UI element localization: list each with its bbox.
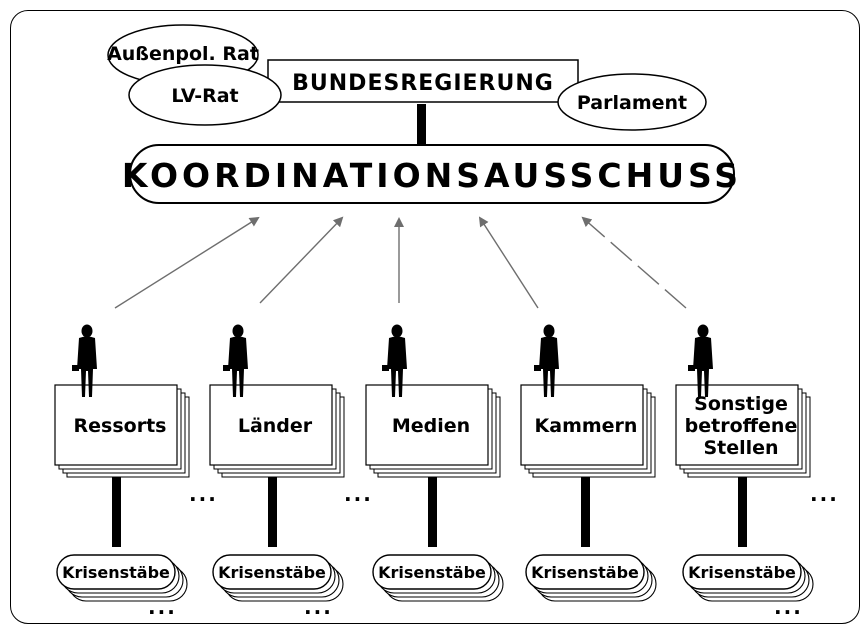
krisenstab-label: Krisenstäbe <box>378 563 486 582</box>
aussenpol-rat-label: Außenpol. Rat <box>107 43 259 65</box>
lv-rat-label: LV-Rat <box>171 85 238 107</box>
more-krisenstaebe-ellipsis: ... <box>774 595 803 619</box>
krisenstab-pill <box>525 554 645 590</box>
bund-connector <box>417 104 426 144</box>
krisenstab-label: Krisenstäbe <box>531 563 639 582</box>
more-krisenstaebe-ellipsis: ... <box>304 595 333 619</box>
arrows <box>114 216 687 309</box>
koordinationsausschuss-label: KOORDINATIONSAUSSCHUSS <box>122 156 742 195</box>
arrow-sonstige <box>581 216 687 309</box>
unit-box-label: Ressorts <box>74 415 167 437</box>
bundesregierung-label: BUNDESREGIERUNG <box>292 71 554 96</box>
krisenstab-pill <box>56 554 176 590</box>
unit-box <box>209 384 333 466</box>
krisenstab-label: Krisenstäbe <box>62 563 170 582</box>
parlament-label: Parlament <box>577 92 687 114</box>
unit-columns: RessortsKrisenstäbe......LänderKrisenstä… <box>54 324 839 619</box>
unit-column: RessortsKrisenstäbe...... <box>54 324 218 619</box>
krisenstab-label: Krisenstäbe <box>688 563 796 582</box>
more-boxes-ellipsis: ... <box>810 482 839 506</box>
arrow-kammern <box>478 216 539 309</box>
krisenstab-pill <box>372 554 492 590</box>
unit-box-label: Länder <box>238 415 313 437</box>
krisenstab-label: Krisenstäbe <box>218 563 326 582</box>
unit-box-label: Medien <box>392 415 470 437</box>
parlament-oval: Parlament <box>557 73 707 131</box>
lv-rat-oval: LV-Rat <box>128 64 282 126</box>
bundesregierung-box: BUNDESREGIERUNG <box>267 59 579 103</box>
unit-box-label: Kammern <box>535 415 638 437</box>
koordinationsausschuss-oval: KOORDINATIONSAUSSCHUSS <box>122 144 742 204</box>
unit-column: LänderKrisenstäbe...... <box>209 324 373 619</box>
more-krisenstaebe-ellipsis: ... <box>148 595 177 619</box>
unit-box-label: betroffene <box>685 415 798 437</box>
unit-connector <box>112 477 121 547</box>
unit-connector <box>738 477 747 547</box>
unit-box <box>54 384 178 466</box>
unit-box <box>520 384 644 466</box>
arrow-ressorts <box>114 216 260 309</box>
unit-connector <box>428 477 437 547</box>
unit-box <box>365 384 489 466</box>
more-boxes-ellipsis: ... <box>189 482 218 506</box>
unit-column: SonstigebetroffeneStellenKrisenstäbe....… <box>675 324 839 619</box>
unit-box-label: Sonstige <box>694 393 788 415</box>
krisenstab-pill <box>212 554 332 590</box>
unit-connector <box>268 477 277 547</box>
krisenstab-pill <box>682 554 802 590</box>
more-boxes-ellipsis: ... <box>344 482 373 506</box>
arrow-laender <box>259 216 344 304</box>
unit-connector <box>581 477 590 547</box>
unit-box-label: Stellen <box>703 437 778 459</box>
unit-box <box>675 384 799 466</box>
